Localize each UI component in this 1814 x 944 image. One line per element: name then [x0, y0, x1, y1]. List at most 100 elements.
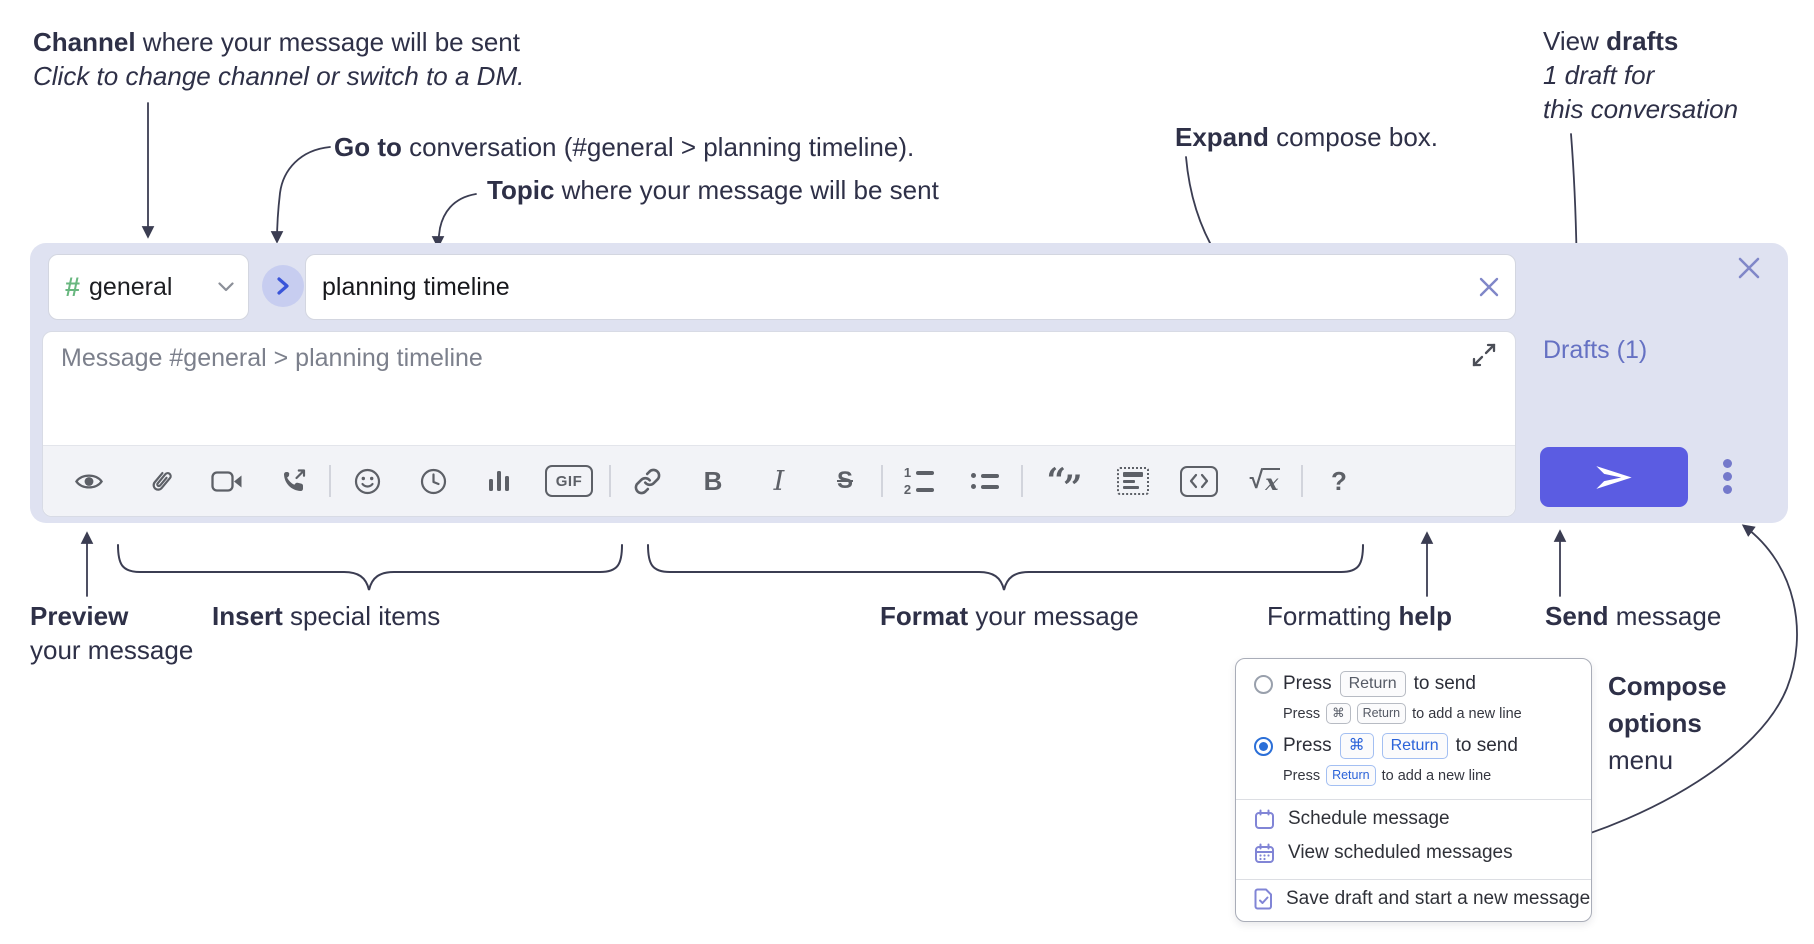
channel-annotation-bold: Channel: [33, 27, 136, 57]
help-icon: ?: [1331, 465, 1347, 496]
toolbar-divider: [881, 465, 883, 497]
goto-annotation-bold: Go to: [334, 132, 402, 162]
strikethrough-icon: S: [836, 467, 853, 494]
bulleted-list-button[interactable]: [963, 459, 1007, 503]
channel-annotation-text: where your message will be sent: [135, 27, 520, 57]
option-cmd-return-to-send[interactable]: Press ⌘ Return to send: [1254, 733, 1518, 759]
close-icon: [1738, 257, 1760, 279]
expand-annotation-text: compose box.: [1268, 122, 1439, 152]
preview-button[interactable]: [67, 459, 111, 503]
italic-button[interactable]: I: [757, 459, 801, 503]
preview-annotation-bold: Preview: [30, 601, 129, 631]
channel-annotation: Channel where your message will be sent …: [33, 25, 524, 93]
option1-press: Press: [1283, 673, 1332, 694]
kebab-icon: [1722, 459, 1732, 468]
preview-eye-icon: [75, 473, 103, 489]
cmd-key: ⌘: [1339, 733, 1374, 759]
bold-button[interactable]: B: [691, 459, 735, 503]
formatting-help-bold: help: [1398, 601, 1452, 631]
toolbar-divider: [329, 465, 331, 497]
hash-icon: #: [65, 271, 81, 302]
blockquote-button[interactable]: “”: [1037, 459, 1089, 508]
clock-icon: [420, 468, 446, 494]
view-scheduled-messages-item[interactable]: View scheduled messages: [1254, 842, 1513, 864]
bar-chart-icon: [489, 471, 509, 491]
message-box[interactable]: Message #general > planning timeline: [42, 331, 1516, 517]
video-button[interactable]: [205, 459, 249, 503]
send-button[interactable]: [1540, 447, 1688, 507]
go-to-conversation-button[interactable]: [262, 265, 304, 307]
emoji-button[interactable]: [345, 459, 389, 503]
view-drafts-bold: drafts: [1606, 26, 1679, 56]
return-key: Return: [1326, 765, 1376, 786]
return-key: Return: [1339, 671, 1406, 697]
paperclip-icon: [152, 471, 172, 491]
calendar-icon: [1255, 809, 1274, 829]
compose-options-annotation: Compose options menu: [1608, 668, 1726, 779]
compose-options-button[interactable]: [1716, 455, 1738, 498]
inline-code-button[interactable]: [1177, 459, 1221, 503]
format-annotation-text: your message: [968, 601, 1139, 631]
strikethrough-button[interactable]: S: [823, 459, 867, 503]
code-block-icon: [1117, 467, 1149, 495]
formula-icon: √x: [1249, 466, 1281, 496]
link-button[interactable]: [625, 459, 669, 503]
schedule-message-item[interactable]: Schedule message: [1254, 808, 1450, 830]
clear-topic-button[interactable]: [1479, 277, 1499, 297]
gif-button[interactable]: GIF: [543, 459, 595, 503]
preview-annotation: Preview your message: [30, 599, 193, 667]
insert-annotation: Insert special items: [212, 599, 440, 633]
return-key: Return: [1381, 733, 1448, 759]
italic-icon: I: [773, 465, 785, 497]
phone-call-icon: [283, 468, 305, 491]
channel-annotation-italic: Click to change channel or switch to a D…: [33, 61, 525, 91]
insert-brace: [117, 544, 623, 591]
topic-input-wrapper: [305, 254, 1516, 320]
menu-divider: [1236, 799, 1591, 800]
channel-name: general: [89, 272, 173, 301]
toolbar-divider: [609, 465, 611, 497]
message-placeholder: Message #general > planning timeline: [61, 344, 483, 372]
compose-options-line2: options: [1608, 708, 1702, 738]
view-drafts-line3: this conversation: [1543, 94, 1739, 124]
return-key: Return: [1356, 703, 1407, 724]
option-cmd-return-subline: Press Return to add a new line: [1283, 765, 1491, 786]
ordered-list-button[interactable]: 1 2: [897, 459, 941, 503]
topic-annotation-text: where your message will be sent: [554, 175, 939, 205]
attach-button[interactable]: [139, 459, 183, 503]
format-brace: [647, 544, 1364, 591]
audio-call-button[interactable]: [271, 459, 315, 503]
link-icon: [634, 468, 660, 494]
bold-icon: B: [703, 465, 723, 496]
goto-annotation-text: conversation (#general > planning timeli…: [401, 132, 915, 162]
topic-annotation-bold: Topic: [487, 175, 555, 205]
ordered-list-icon: 1 2: [904, 466, 935, 496]
channel-selector[interactable]: # general: [48, 254, 249, 320]
compose-toolbar: GIF B I S 1: [43, 445, 1515, 516]
option-return-to-send[interactable]: Press Return to send: [1254, 671, 1476, 697]
formatting-help-pre: Formatting: [1267, 601, 1399, 631]
bulleted-list-icon: [971, 473, 999, 489]
formatting-help-annotation: Formatting help: [1267, 599, 1452, 633]
expand-compose-button[interactable]: [1469, 340, 1499, 370]
drafts-link[interactable]: Drafts (1): [1543, 336, 1648, 364]
menu-divider: [1236, 879, 1591, 880]
option2-press: Press: [1283, 735, 1332, 756]
cmd-key: ⌘: [1326, 703, 1351, 724]
view-scheduled-messages-label: View scheduled messages: [1288, 842, 1513, 863]
topic-input[interactable]: [322, 272, 1479, 302]
topic-annotation: Topic where your message will be sent: [487, 173, 939, 207]
save-draft-item[interactable]: Save draft and start a new message: [1254, 888, 1590, 910]
formula-button[interactable]: √x: [1243, 459, 1287, 503]
toolbar-divider: [1021, 465, 1023, 497]
gif-icon: GIF: [545, 465, 593, 497]
close-compose-button[interactable]: [1732, 251, 1766, 285]
poll-button[interactable]: [477, 459, 521, 503]
code-block-button[interactable]: [1111, 459, 1155, 503]
recent-button[interactable]: [411, 459, 455, 503]
expand-icon: [1472, 343, 1496, 367]
formatting-help-button[interactable]: ?: [1317, 459, 1361, 503]
goto-arrow: [270, 146, 331, 244]
goto-annotation: Go to conversation (#general > planning …: [334, 130, 914, 164]
radio-selected-icon: [1254, 736, 1273, 756]
